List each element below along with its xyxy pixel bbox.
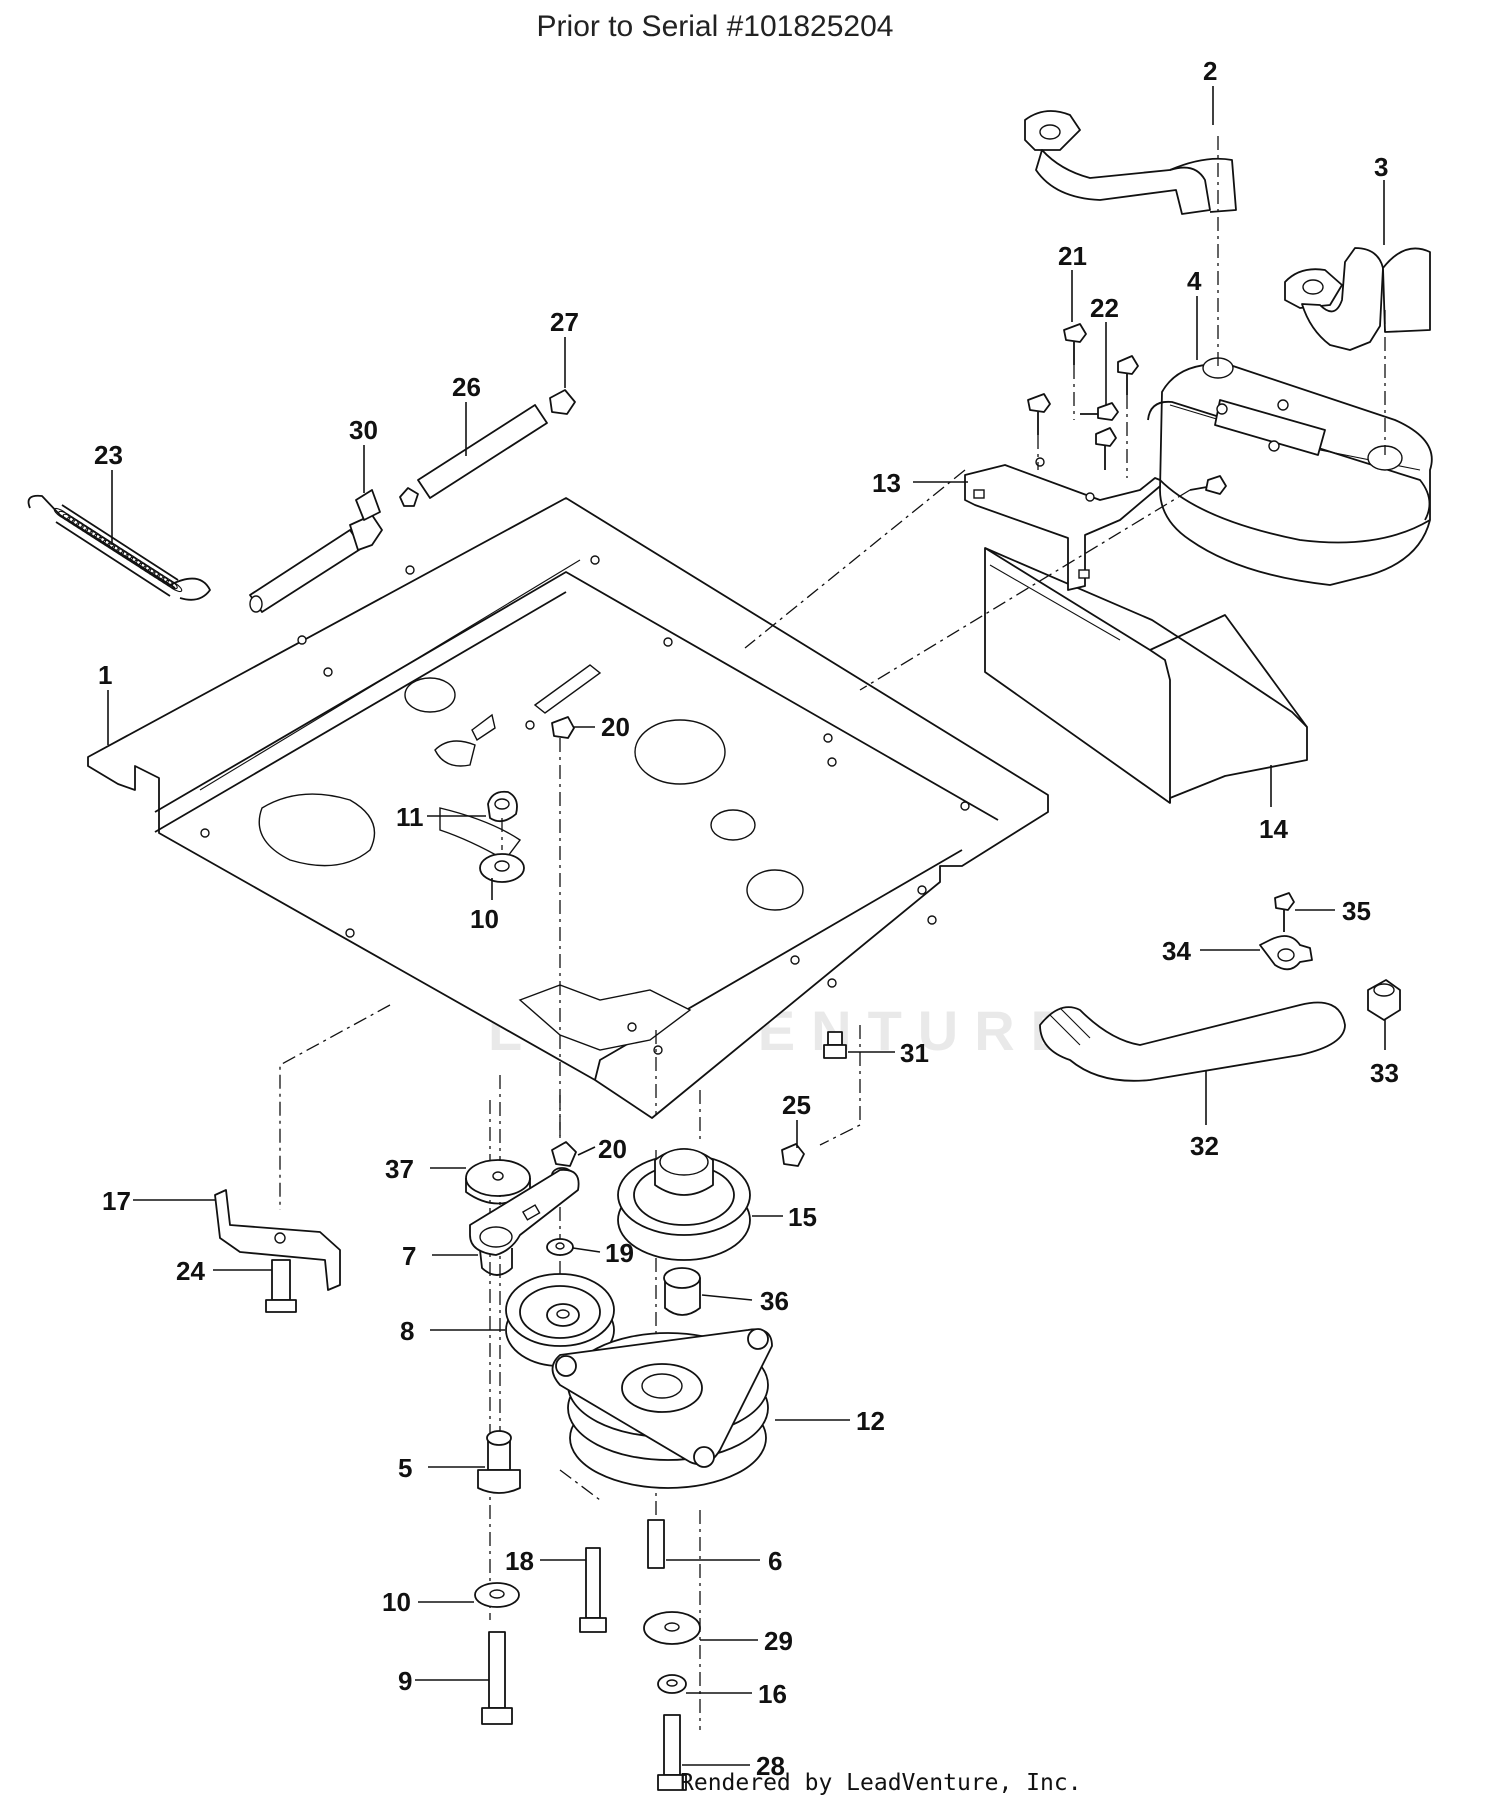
muffler [1147, 357, 1433, 586]
callout-1: 1 [98, 660, 112, 690]
callout-19: 19 [605, 1238, 634, 1268]
callout-21: 21 [1058, 241, 1087, 271]
callout-22: 22 [1090, 293, 1119, 323]
callout-15: 15 [788, 1202, 817, 1232]
callout-36: 36 [760, 1286, 789, 1316]
rod-assembly [249, 389, 576, 613]
bolt-28 [657, 1714, 687, 1791]
muffler-bracket [964, 457, 1166, 591]
clamp-34 [1259, 935, 1313, 971]
rendered-by-credit: Rendered by LeadVenture, Inc. [680, 1770, 1082, 1796]
callout-29: 29 [764, 1626, 793, 1656]
electric-clutch-12 [551, 1328, 773, 1489]
callout-26: 26 [452, 372, 481, 402]
callout-labels: 1 2 3 4 5 6 7 8 9 10 10 11 12 13 14 15 1… [94, 56, 1399, 1781]
washer-10-lower [474, 1582, 520, 1608]
callout-37: 37 [385, 1154, 414, 1184]
idler-arm [469, 1168, 580, 1276]
cap-33 [1367, 979, 1401, 1021]
pulley-15 [617, 1148, 751, 1261]
spacer-36 [663, 1267, 701, 1316]
key-6 [647, 1519, 665, 1569]
callout-2: 2 [1203, 56, 1217, 86]
heat-shield [984, 547, 1308, 804]
spring-coils [53, 507, 183, 593]
callout-17: 17 [102, 1186, 131, 1216]
diagram-title: Prior to Serial #101825204 [536, 10, 894, 43]
bracket-bolts [1027, 323, 1227, 495]
idler-pulley-8 [505, 1273, 615, 1367]
callout-33: 33 [1370, 1058, 1399, 1088]
callout-18: 18 [505, 1546, 534, 1576]
callout-10a: 10 [470, 904, 499, 934]
bolt-9 [481, 1631, 513, 1725]
screw-35 [1274, 892, 1295, 932]
callout-12: 12 [856, 1406, 885, 1436]
callout-20b: 20 [598, 1134, 627, 1164]
callout-31: 31 [900, 1038, 929, 1068]
callout-30: 30 [349, 415, 378, 445]
frame-plate [87, 497, 1049, 1119]
callout-6: 6 [768, 1546, 782, 1576]
callout-34: 34 [1162, 936, 1191, 966]
callout-5: 5 [398, 1453, 412, 1483]
callout-7: 7 [402, 1241, 416, 1271]
callout-3: 3 [1374, 152, 1388, 182]
bolt-31 [823, 1031, 847, 1059]
washer-19 [546, 1238, 574, 1256]
callout-20a: 20 [601, 712, 630, 742]
exhaust-pipe-right [1284, 247, 1431, 351]
callout-32: 32 [1190, 1131, 1219, 1161]
lockwasher-16 [657, 1674, 687, 1694]
callout-27: 27 [550, 307, 579, 337]
callout-13: 13 [872, 468, 901, 498]
callout-4: 4 [1187, 266, 1202, 296]
callout-8: 8 [400, 1316, 414, 1346]
callout-28: 28 [756, 1751, 785, 1781]
exhaust-pipe-left [1024, 110, 1237, 215]
callout-23: 23 [94, 440, 123, 470]
callout-14: 14 [1259, 814, 1288, 844]
callout-9: 9 [398, 1666, 412, 1696]
hose-32 [1039, 1001, 1346, 1082]
bushing-5 [477, 1430, 521, 1494]
callout-11: 11 [396, 802, 424, 832]
leader-lines [107, 86, 1386, 1766]
bolt-24 [265, 1259, 297, 1313]
callout-24: 24 [176, 1256, 205, 1286]
callout-16: 16 [758, 1679, 787, 1709]
washer-29 [643, 1611, 701, 1645]
callout-10b: 10 [382, 1587, 411, 1617]
bolt-18 [579, 1547, 607, 1633]
bracket-17 [214, 1189, 341, 1291]
callout-35: 35 [1342, 896, 1371, 926]
upper-hardware [479, 716, 575, 883]
nut-25 [781, 1143, 805, 1167]
callout-25: 25 [782, 1090, 811, 1120]
extension-spring [27, 494, 211, 601]
